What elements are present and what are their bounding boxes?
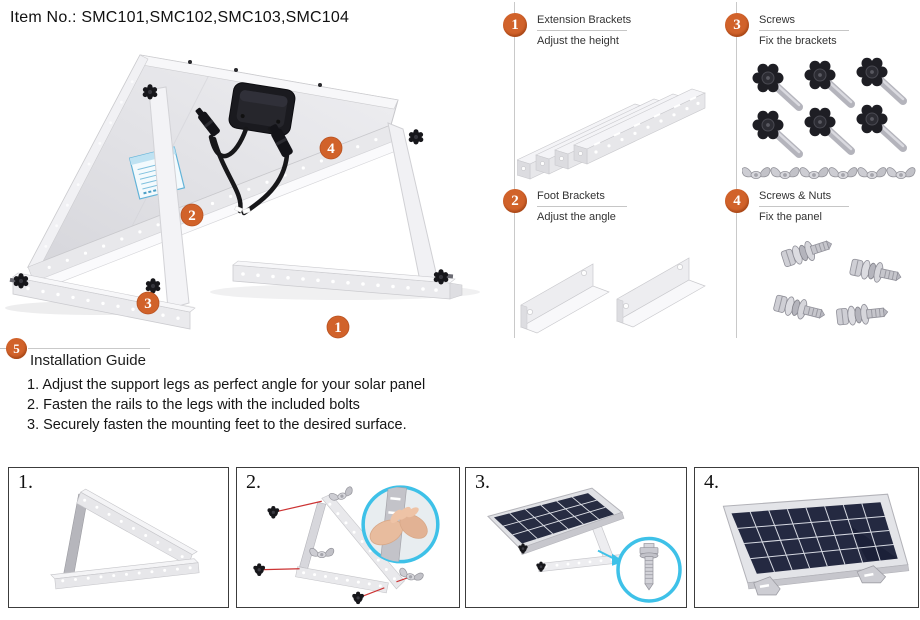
part-description: Fix the panel — [759, 211, 822, 223]
knob-screws-image — [742, 51, 916, 180]
guide-step-3: 3. Securely fasten the mounting feet to … — [27, 417, 407, 433]
page-title: Item No.: SMC101,SMC102,SMC103,SMC104 — [10, 9, 350, 26]
part-header: Foot Brackets Adjust the angle — [537, 190, 687, 223]
guide-step-2: 2. Fasten the rails to the legs with the… — [27, 397, 360, 413]
callout-4: 4 — [319, 136, 343, 160]
svg-text:1: 1 — [334, 320, 342, 336]
step2-illustration — [253, 485, 440, 605]
assembly-step-box-4: 4. — [694, 467, 919, 608]
header-divider — [759, 206, 849, 207]
guide-line-left — [0, 348, 6, 349]
part-description: Fix the brackets — [759, 35, 837, 47]
part-description: Adjust the angle — [537, 211, 616, 223]
part-name: Screws & Nuts — [759, 190, 832, 202]
assembly-step-box-3: 3. — [465, 467, 687, 608]
foot-brackets-image — [520, 257, 706, 334]
right-support-leg — [387, 122, 438, 282]
mc4-connector-right — [269, 124, 293, 158]
guide-step-1: 1. Adjust the support legs as perfect an… — [27, 377, 426, 393]
column-divider-line — [514, 2, 515, 338]
callout-3: 3 — [136, 291, 160, 315]
step-number: 1. — [18, 471, 33, 493]
left-frame-holes — [44, 80, 134, 248]
part-name: Extension Brackets — [537, 14, 632, 26]
part-number-badge: 1 — [503, 13, 527, 37]
part-description: Adjust the height — [537, 35, 619, 47]
part-number-badge: 4 — [725, 189, 749, 213]
header-divider — [537, 30, 627, 31]
clamp-knobs — [9, 84, 454, 294]
junction-box — [228, 82, 296, 136]
mounting-feet — [753, 565, 887, 596]
parts-column-right: 3 Screws Fix the brackets — [725, 0, 920, 348]
step-number: 2. — [246, 471, 261, 493]
part-name: Screws — [759, 14, 796, 26]
part-number-badge: 2 — [503, 189, 527, 213]
header-divider — [537, 206, 627, 207]
main-product-diagram: 2 3 4 1 — [5, 54, 480, 339]
extension-brackets-image — [517, 88, 706, 180]
guide-line-right — [28, 348, 150, 349]
step1-illustration — [50, 488, 200, 590]
left-support-leg — [148, 86, 190, 310]
part-header: Screws & Nuts Fix the panel — [759, 190, 909, 223]
svg-text:4: 4 — [327, 141, 335, 157]
parts-column-left: 1 Extension Brackets Adjust the height 2… — [503, 0, 715, 348]
bolt-inset — [616, 536, 682, 603]
screws-nuts-image — [772, 233, 904, 328]
step-number: 4. — [704, 471, 719, 493]
svg-text:2: 2 — [188, 208, 196, 224]
guide-steps: 1. Adjust the support legs as perfect an… — [27, 375, 425, 435]
solar-cables — [195, 107, 293, 216]
assembly-step-box-2: 2. — [236, 467, 460, 608]
part-name: Foot Brackets — [537, 190, 605, 202]
hands-inset — [361, 485, 440, 564]
step3-illustration — [487, 487, 682, 603]
mc4-connector-left — [195, 107, 220, 137]
header-divider — [759, 30, 849, 31]
part-header: Screws Fix the brackets — [759, 14, 909, 47]
callout-2: 2 — [180, 203, 204, 227]
column-divider-line — [736, 2, 737, 338]
callout-1: 1 — [326, 315, 350, 339]
svg-text:3: 3 — [144, 296, 152, 312]
part-number-badge: 3 — [725, 13, 749, 37]
right-base-rail — [232, 260, 463, 300]
assembly-step-box-1: 1. — [8, 467, 229, 608]
part-header: Extension Brackets Adjust the height — [537, 14, 687, 47]
step-number: 3. — [475, 471, 490, 493]
guide-number-badge: 5 — [6, 338, 27, 359]
step4-illustration — [722, 493, 910, 596]
solar-panel-back — [26, 54, 401, 292]
guide-title: Installation Guide — [30, 352, 146, 369]
